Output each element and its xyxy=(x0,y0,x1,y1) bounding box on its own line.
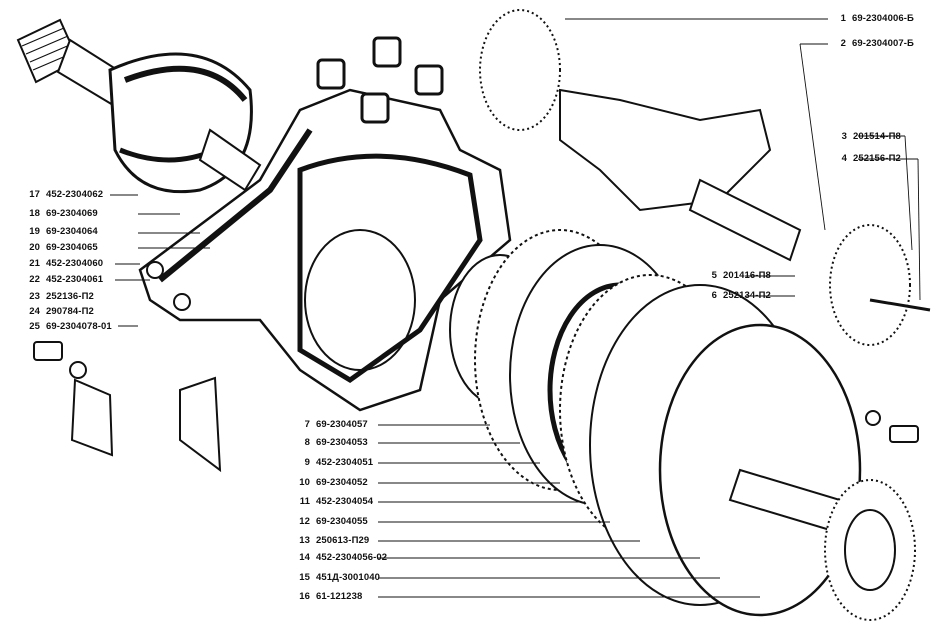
callout-21: 21 452-2304060 xyxy=(26,258,103,269)
callout-number: 17 xyxy=(29,189,40,200)
fastener-parts-drawing xyxy=(33,341,919,473)
callout-22: 22 452-2304061 xyxy=(26,274,103,285)
callout-5: 5 201416-П8 xyxy=(703,270,771,281)
callout-number: 8 xyxy=(304,437,310,448)
hub-disc-stack-drawing xyxy=(449,229,916,621)
callout-20: 20 69-2304065 xyxy=(26,242,98,253)
callout-11: 11 452-2304054 xyxy=(296,496,373,507)
callout-part-code: 250613-П29 xyxy=(316,535,370,546)
callout-part-code: 451Д-3001040 xyxy=(316,572,380,583)
callout-number: 9 xyxy=(304,457,310,468)
callout-24: 24 290784-П2 xyxy=(26,306,94,317)
callout-16: 16 61-121238 xyxy=(296,591,362,602)
callout-number: 18 xyxy=(29,208,40,219)
callout-15: 15 451Д-3001040 xyxy=(296,572,380,583)
callout-number: 6 xyxy=(711,290,717,301)
callout-part-code: 69-2304052 xyxy=(316,477,368,488)
callout-part-code: 69-2304064 xyxy=(46,226,98,237)
callout-6: 6 252134-П2 xyxy=(703,290,771,301)
callout-number: 7 xyxy=(304,419,310,430)
callout-part-code: 201416-П8 xyxy=(723,270,771,281)
callout-part-code: 69-2304069 xyxy=(46,208,98,219)
callout-4: 4 252156-П2 xyxy=(833,153,901,164)
callout-part-code: 452-2304056-02 xyxy=(316,552,388,563)
callout-number: 3 xyxy=(841,131,847,142)
callout-part-code: 69-2304006-Б xyxy=(852,13,914,24)
callout-number: 14 xyxy=(299,552,310,563)
callout-part-code: 452-2304062 xyxy=(46,189,104,200)
callout-part-code: 252156-П2 xyxy=(853,153,901,164)
callout-part-code: 452-2304060 xyxy=(46,258,104,269)
callout-part-code: 290784-П2 xyxy=(46,306,94,317)
callout-number: 21 xyxy=(29,258,40,269)
callout-number: 15 xyxy=(299,572,310,583)
callout-number: 19 xyxy=(29,226,40,237)
callout-13: 13 250613-П29 xyxy=(296,535,369,546)
callout-1: 1 69-2304006-Б xyxy=(832,13,914,24)
callout-number: 10 xyxy=(299,477,310,488)
callout-2: 2 69-2304007-Б xyxy=(832,38,914,49)
callout-number: 12 xyxy=(299,516,310,527)
callout-number: 20 xyxy=(29,242,40,253)
callout-part-code: 69-2304053 xyxy=(316,437,368,448)
callout-number: 4 xyxy=(841,153,847,164)
drive-assembly-drawing xyxy=(479,9,931,346)
callout-part-code: 69-2304057 xyxy=(316,419,368,430)
callout-part-code: 252136-П2 xyxy=(46,291,94,302)
callout-9: 9 452-2304051 xyxy=(296,457,373,468)
callout-number: 13 xyxy=(299,535,310,546)
callout-part-code: 252134-П2 xyxy=(723,290,771,301)
callout-number: 23 xyxy=(29,291,40,302)
callout-number: 5 xyxy=(711,270,717,281)
callout-8: 8 69-2304053 xyxy=(296,437,368,448)
callout-part-code: 452-2304061 xyxy=(46,274,104,285)
callout-part-code: 69-2304055 xyxy=(316,516,368,527)
callout-number: 22 xyxy=(29,274,40,285)
callout-3: 3 201514-П8 xyxy=(833,131,901,142)
callout-number: 1 xyxy=(840,13,846,24)
callout-number: 2 xyxy=(840,38,846,49)
callout-part-code: 69-2304078-01 xyxy=(46,321,112,332)
callout-part-code: 69-2304007-Б xyxy=(852,38,914,49)
callout-part-code: 452-2304054 xyxy=(316,496,374,507)
callout-part-code: 452-2304051 xyxy=(316,457,374,468)
callout-17: 17 452-2304062 xyxy=(26,189,103,200)
callout-7: 7 69-2304057 xyxy=(296,419,368,430)
callout-part-code: 201514-П8 xyxy=(853,131,901,142)
steering-knuckle-drawing xyxy=(138,36,512,412)
callout-23: 23 252136-П2 xyxy=(26,291,94,302)
callout-part-code: 61-121238 xyxy=(316,591,363,602)
callout-14: 14 452-2304056-02 xyxy=(296,552,387,563)
callout-number: 16 xyxy=(299,591,310,602)
callout-number: 24 xyxy=(29,306,40,317)
callout-18: 18 69-2304069 xyxy=(26,208,98,219)
callout-25: 25 69-2304078-01 xyxy=(26,321,112,332)
leader-lines xyxy=(110,18,921,598)
callout-12: 12 69-2304055 xyxy=(296,516,368,527)
axle-shaft-drawing xyxy=(16,18,262,194)
callout-number: 25 xyxy=(29,321,40,332)
callout-part-code: 69-2304065 xyxy=(46,242,98,253)
callout-10: 10 69-2304052 xyxy=(296,477,368,488)
callout-number: 11 xyxy=(299,496,310,507)
callout-19: 19 69-2304064 xyxy=(26,226,98,237)
